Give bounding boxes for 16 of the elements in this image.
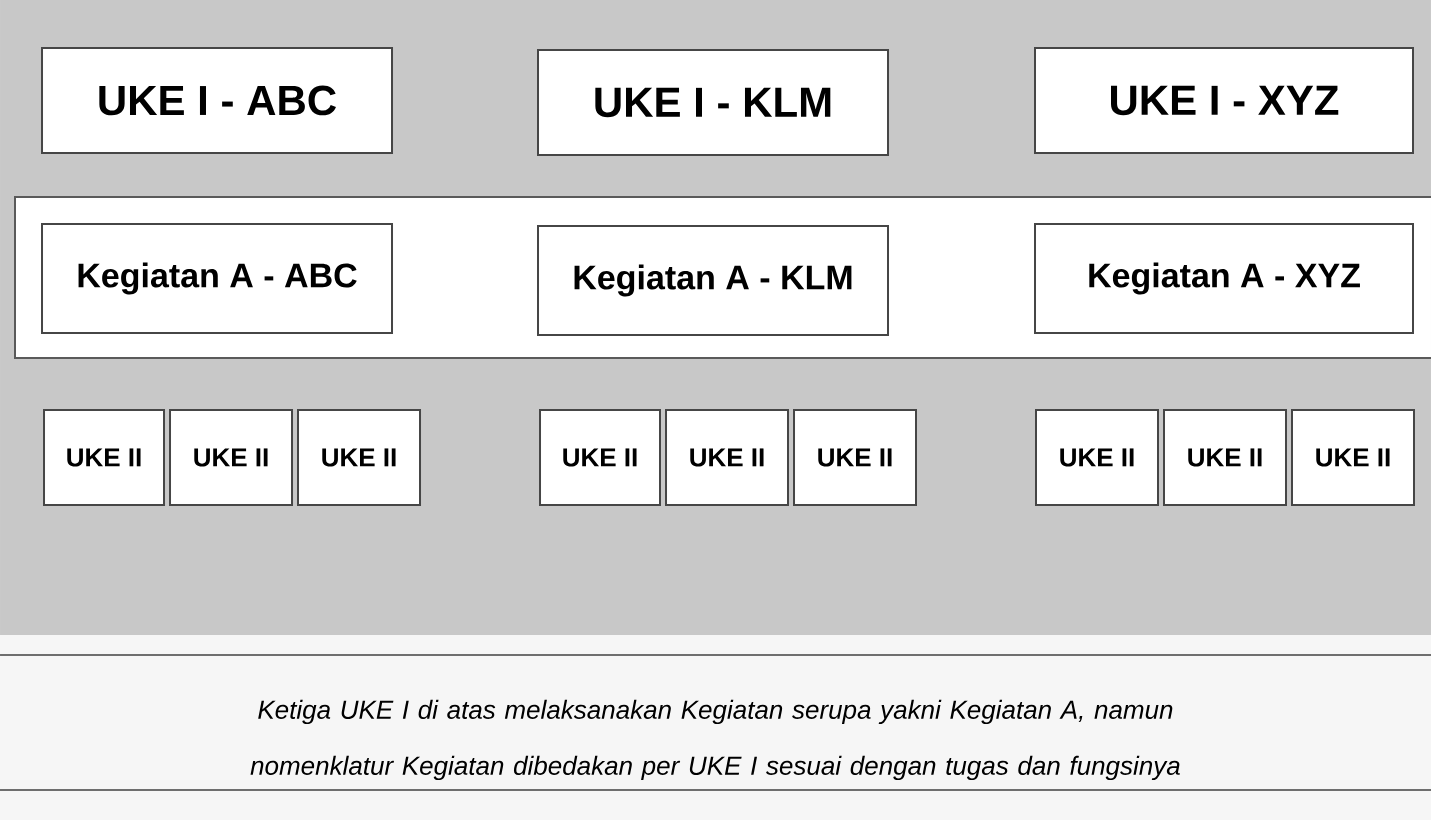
caption-text: Ketiga UKE I di atas melaksanakan Kegiatan serupa yakni Kegiatan A, namun nomenklatur Kegiatan dibedakan per UKE I sesuai dengan tugas dan fungsinya bbox=[250, 699, 1180, 781]
unit-box: UKE I - KLM bbox=[537, 49, 889, 156]
activity-box: Kegiatan A - ABC bbox=[41, 223, 393, 334]
sub-unit-box: UKE II bbox=[665, 409, 789, 506]
sub-unit-box: UKE II bbox=[1291, 409, 1415, 506]
sub-unit-box: UKE II bbox=[43, 409, 165, 506]
activity-box: Kegiatan A - XYZ bbox=[1034, 223, 1414, 334]
sub-unit-box: UKE II bbox=[793, 409, 917, 506]
sub-unit-box: UKE II bbox=[169, 409, 293, 506]
unit-box: UKE I - ABC bbox=[41, 47, 393, 154]
sub-unit-box: UKE II bbox=[1163, 409, 1287, 506]
sub-unit-box: UKE II bbox=[539, 409, 661, 506]
activity-box: Kegiatan A - KLM bbox=[537, 225, 889, 336]
unit-box: UKE I - XYZ bbox=[1034, 47, 1414, 154]
sub-unit-box: UKE II bbox=[1035, 409, 1159, 506]
sub-unit-box: UKE II bbox=[297, 409, 421, 506]
